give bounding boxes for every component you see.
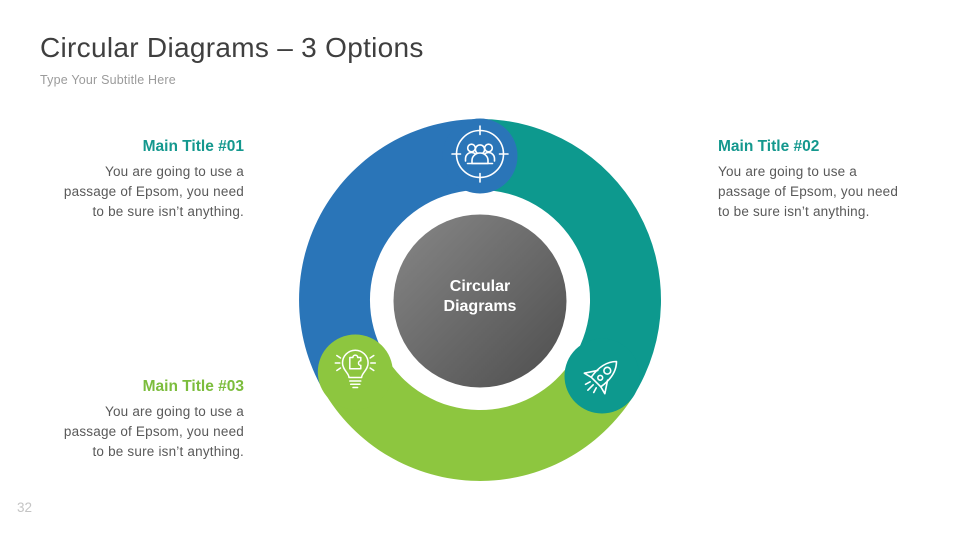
- slide-subtitle: Type Your Subtitle Here: [40, 73, 176, 87]
- block-title-03: Main Title #03: [142, 378, 244, 395]
- page-title: Circular Diagrams – 3 Options: [40, 32, 424, 63]
- block-title-02: Main Title #02: [718, 138, 820, 155]
- block-title-01: Main Title #01: [142, 138, 244, 155]
- text-block-01: Main Title #01 You are going to use a pa…: [56, 137, 244, 222]
- segment-arc-teal: [480, 119, 661, 396]
- block-body-01: You are going to use a passage of Epsom,…: [63, 164, 244, 219]
- block-body-03: You are going to use a passage of Epsom,…: [63, 404, 244, 459]
- block-body-02: You are going to use a passage of Epsom,…: [718, 164, 899, 219]
- team-target-icon: [451, 125, 509, 183]
- diagram-center-label: Circular Diagrams: [443, 278, 517, 315]
- rocket-icon: [583, 360, 618, 395]
- segment-cap-green: [317, 334, 393, 410]
- center-circle: [393, 214, 567, 388]
- lightbulb-puzzle-icon: [334, 349, 377, 389]
- slide-header: Circular Diagrams – 3 Options Type Your …: [40, 32, 424, 87]
- text-block-02: Main Title #02 You are going to use a pa…: [718, 137, 913, 222]
- segment-arc-green: [323, 355, 634, 481]
- text-block-03: Main Title #03 You are going to use a pa…: [56, 377, 244, 462]
- segment-arc-blue: [299, 119, 480, 391]
- page-number: 32: [17, 500, 33, 515]
